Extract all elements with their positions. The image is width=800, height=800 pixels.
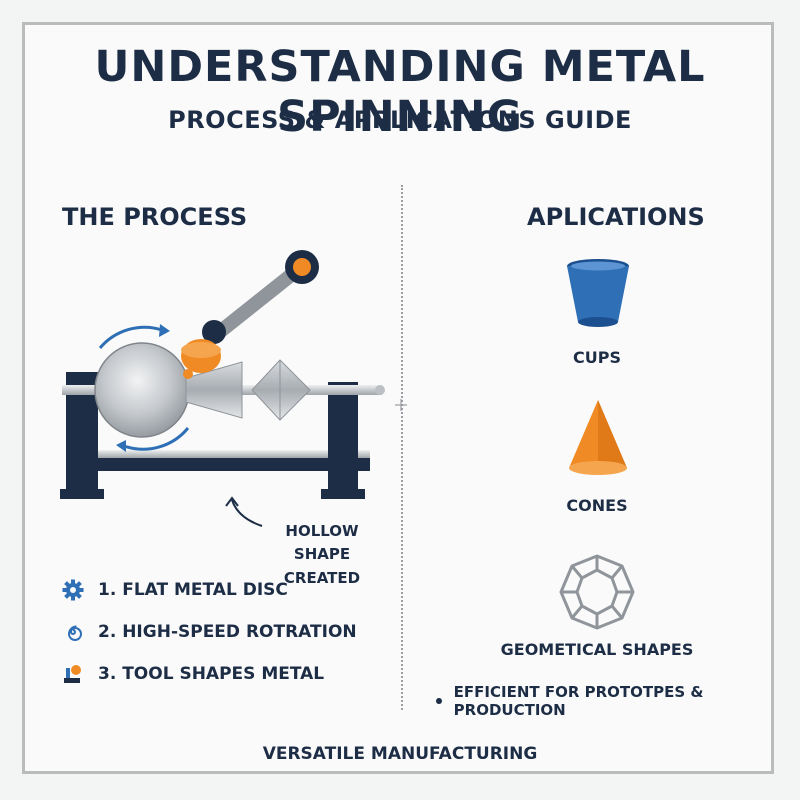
page-title: UNDERSTANDING METAL SPINNING xyxy=(94,42,706,142)
tool-icon xyxy=(60,661,86,687)
efficiency-note-text: EFFICIENT FOR PROTOTPES & PRODUCTION xyxy=(453,683,704,719)
page-subtitle: PROCESS & APPLICATIONS GUIDE xyxy=(168,106,632,134)
cone-icon xyxy=(569,400,627,475)
spiral-icon xyxy=(60,619,86,645)
hollow-shape-callout: HOLLOW SHAPE CREATED xyxy=(283,522,361,587)
process-heading: THE PROCESS xyxy=(62,203,248,231)
step-label: 3. TOOL SHAPES METAL xyxy=(98,664,325,684)
application-label-geometric-shapes: GEOMETICAL SHAPES xyxy=(500,640,694,659)
application-label-cones: CONES xyxy=(566,496,628,515)
efficiency-note: EFFICIENT FOR PROTOTPES & PRODUCTION xyxy=(436,683,800,719)
step-tool-shapes-metal: 3. TOOL SHAPES METAL xyxy=(60,661,324,687)
applications-heading: APLICATIONS xyxy=(527,203,705,231)
gear-icon xyxy=(60,577,86,603)
geometric-shape-icon xyxy=(559,554,635,630)
bullet-dot xyxy=(436,698,442,704)
step-label: 2. HIGH-SPEED ROTRATION xyxy=(98,622,357,642)
step-high-speed-rotation: 2. HIGH-SPEED ROTRATION xyxy=(60,619,357,645)
cup-icon xyxy=(567,259,629,327)
step-flat-disc: 1. FLAT METAL DISC xyxy=(60,577,288,603)
step-label: 1. FLAT METAL DISC xyxy=(98,580,288,600)
column-divider xyxy=(401,185,403,710)
application-label-cups: CUPS xyxy=(573,348,621,367)
footer-tagline: VERSATILE MANUFACTURING xyxy=(262,744,538,764)
